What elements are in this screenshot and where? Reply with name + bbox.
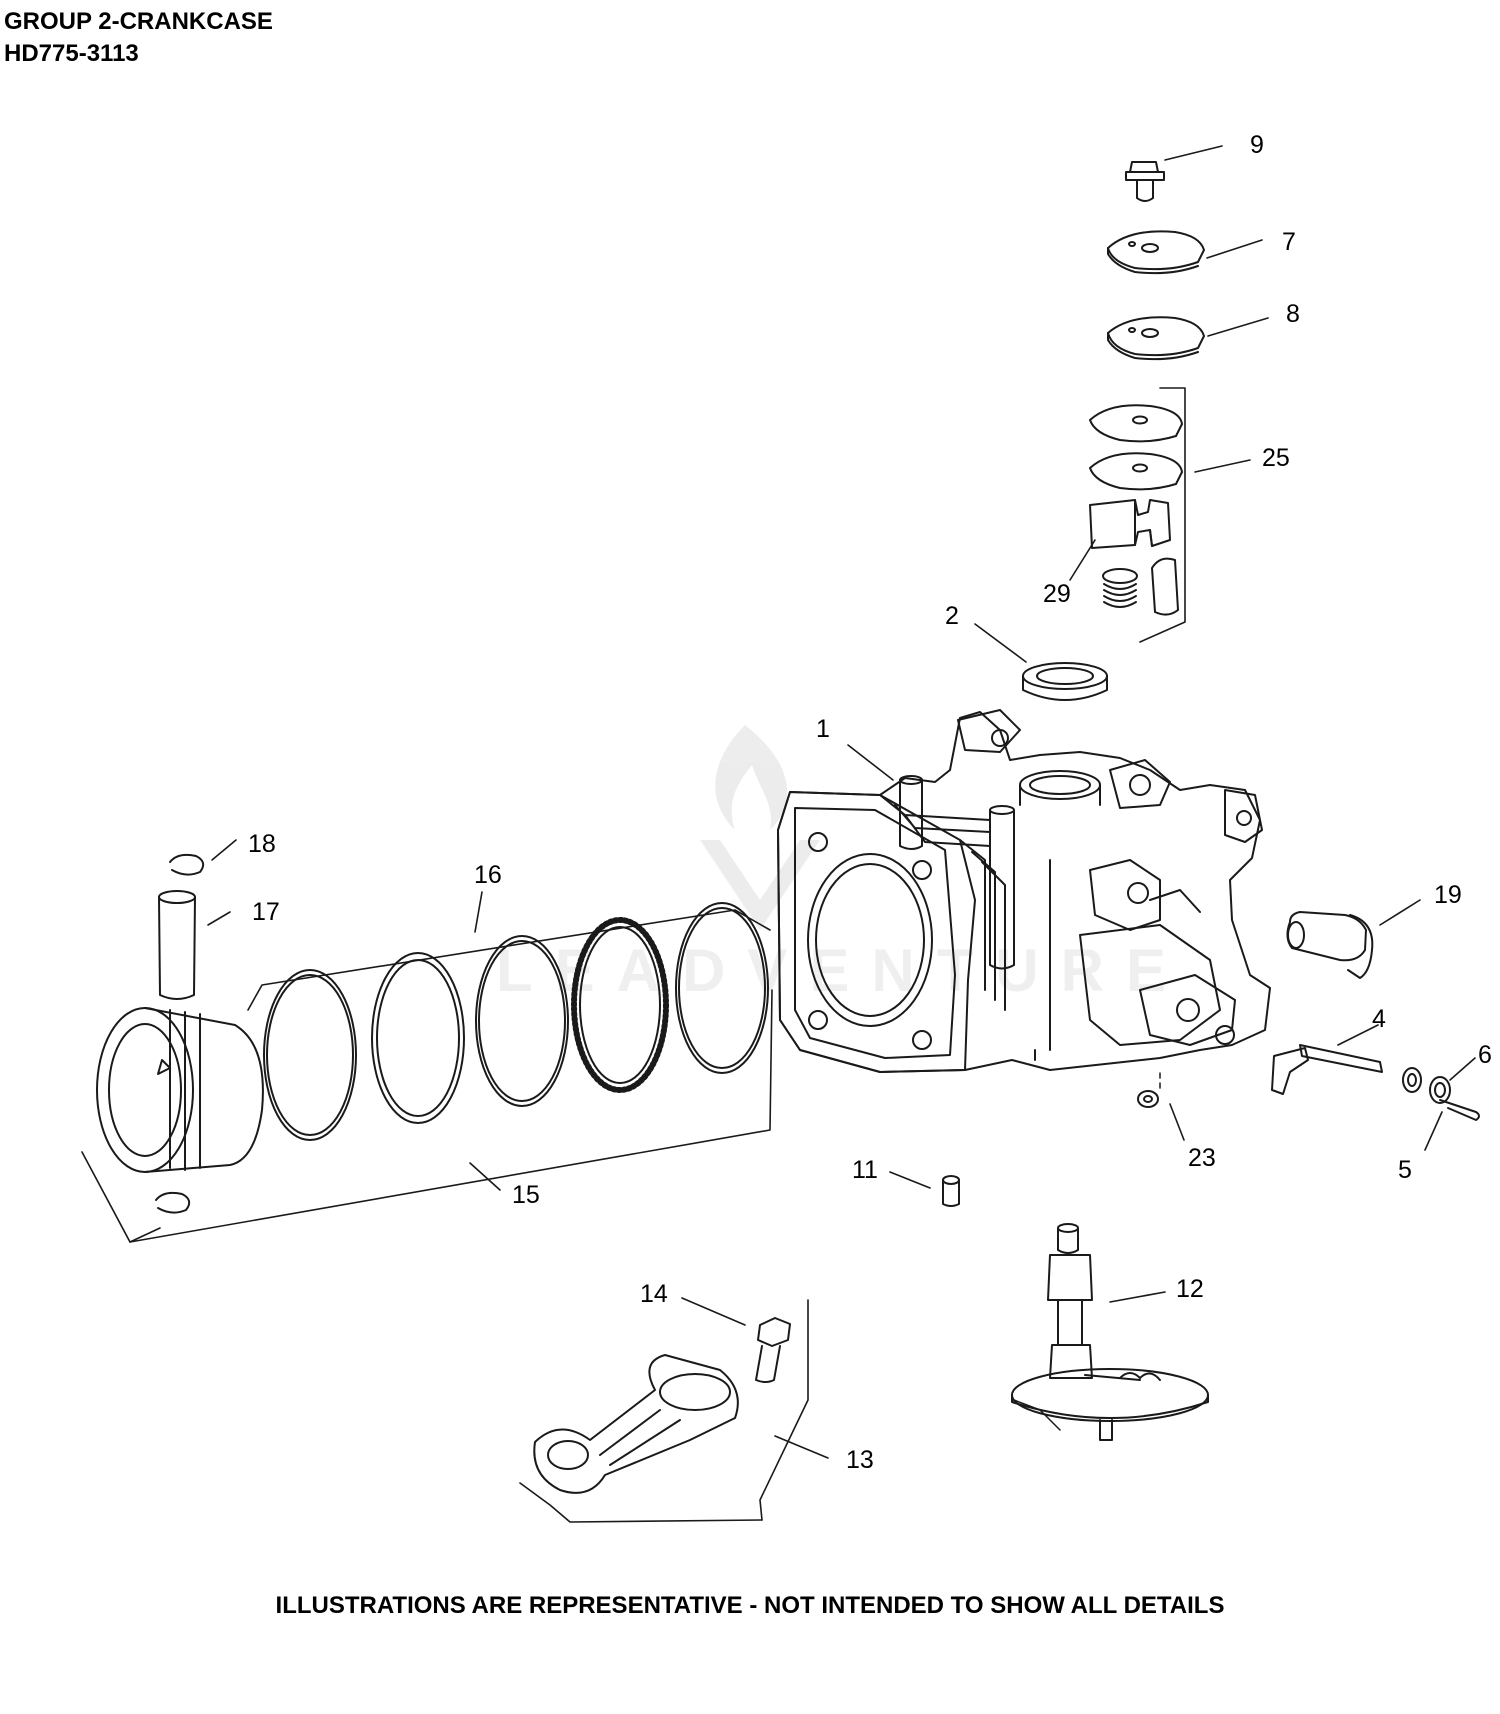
part-2-oil-seal[interactable] <box>1022 662 1108 701</box>
part-11-dowel-pin[interactable] <box>942 1175 960 1207</box>
part-25-governor-assembly[interactable] <box>1089 387 1186 643</box>
callout-6: 6 <box>1478 1041 1492 1069</box>
callout-8: 8 <box>1286 300 1300 328</box>
part-14-rod-bolt[interactable] <box>755 1317 791 1383</box>
disclaimer-footer: ILLUSTRATIONS ARE REPRESENTATIVE - NOT I… <box>275 1592 1225 1619</box>
model-number: HD775-3113 <box>4 40 139 67</box>
piston[interactable] <box>96 1007 264 1173</box>
group-title: GROUP 2-CRANKCASE <box>4 8 273 35</box>
part-19-breather-tube[interactable] <box>1286 911 1374 979</box>
callout-11: 11 <box>852 1156 878 1184</box>
callout-5: 5 <box>1398 1156 1412 1184</box>
callout-25: 25 <box>1262 444 1290 472</box>
callout-16: 16 <box>474 861 502 889</box>
callout-1: 1 <box>816 715 830 743</box>
part-5-hitch-pin[interactable] <box>1439 1099 1480 1121</box>
part-8-plate[interactable] <box>1107 316 1205 361</box>
part-23-washer[interactable] <box>1137 1072 1161 1108</box>
part-4-governor-shaft[interactable] <box>1271 1044 1383 1095</box>
callout-4: 4 <box>1372 1005 1386 1033</box>
callout-2: 2 <box>945 602 959 630</box>
callout-15: 15 <box>512 1181 540 1209</box>
leader-lines <box>207 145 1476 1459</box>
callout-18: 18 <box>248 830 276 858</box>
diagram-header: GROUP 2-CRANKCASE HD775-3113 <box>4 6 273 70</box>
callout-labels: 9 7 8 25 29 2 1 19 4 6 5 23 11 12 14 13 … <box>248 131 1492 1474</box>
callout-7: 7 <box>1282 228 1296 256</box>
part-17-piston-pin[interactable] <box>158 890 196 1000</box>
callout-23: 23 <box>1188 1144 1216 1172</box>
callout-9: 9 <box>1250 131 1264 159</box>
part-1-crankcase[interactable] <box>777 709 1271 1073</box>
callout-19: 19 <box>1434 881 1462 909</box>
part-13-connecting-rod[interactable] <box>519 1299 809 1523</box>
watermark-logo-icon <box>700 725 820 930</box>
callout-12: 12 <box>1176 1275 1204 1303</box>
part-18-retaining-ring[interactable] <box>155 853 205 1214</box>
callout-13: 13 <box>846 1446 874 1474</box>
part-12-camshaft[interactable] <box>1011 1223 1209 1441</box>
callout-14: 14 <box>640 1280 668 1308</box>
part-7-plate[interactable] <box>1107 230 1205 275</box>
callout-17: 17 <box>252 898 280 926</box>
callout-29: 29 <box>1043 580 1071 608</box>
part-16-piston-rings[interactable] <box>263 902 769 1141</box>
part-6-washer[interactable] <box>1402 1067 1451 1104</box>
part-9-bolt[interactable] <box>1125 161 1165 202</box>
